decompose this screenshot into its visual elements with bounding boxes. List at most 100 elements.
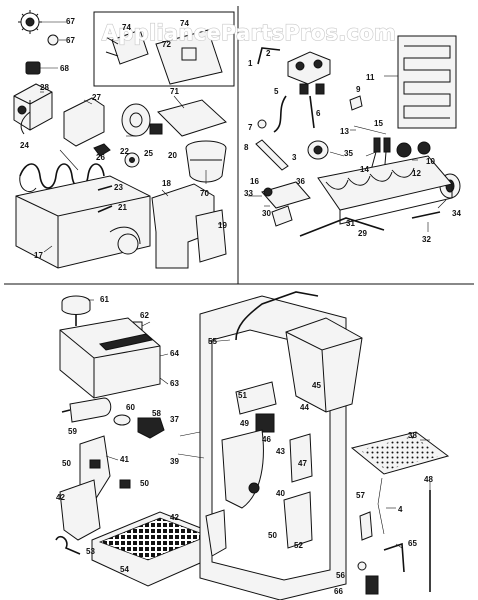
gear-25: [124, 152, 140, 168]
part-label: 41: [120, 455, 129, 464]
inset-72: [103, 29, 223, 85]
part-label: 14: [360, 165, 369, 174]
valve-2: [287, 51, 331, 95]
part-label: 55: [208, 337, 217, 346]
ring-56: [357, 561, 367, 571]
thermostat-10: [396, 141, 431, 158]
part-label: 6: [316, 109, 321, 118]
part-label: 71: [170, 87, 179, 96]
actuator-59: [61, 397, 112, 423]
drip-tray-54: [91, 511, 217, 587]
part-label: 13: [340, 127, 349, 136]
part-label: 7: [248, 123, 253, 132]
pad-42: [59, 479, 101, 541]
panel-dividers: [4, 6, 474, 285]
part-label: 39: [170, 457, 179, 466]
part-label: 24: [20, 141, 29, 150]
part-label: 18: [162, 179, 171, 188]
motor-28: [13, 83, 53, 135]
part-label: 68: [60, 64, 69, 73]
part-label: 67: [66, 36, 75, 45]
pipe-65: [383, 542, 405, 573]
shaft-29: [299, 217, 385, 237]
part-label: 50: [62, 459, 71, 468]
part-label: 53: [86, 547, 95, 556]
part-label: 36: [296, 177, 305, 186]
part-label: 34: [452, 209, 461, 218]
clip-9: [349, 95, 363, 111]
part-label: 29: [358, 229, 367, 238]
part-label: 74: [122, 23, 131, 32]
part-label: 66: [334, 587, 343, 596]
part-label: 48: [424, 475, 433, 484]
part-label: 3: [292, 153, 297, 162]
fitting-66: [365, 575, 379, 595]
tube-1: [257, 47, 281, 65]
part-label: 4: [398, 505, 403, 514]
tube-4: [377, 477, 385, 535]
switch-20: [149, 123, 163, 135]
part-label: 23: [114, 183, 123, 192]
part-label: 50: [140, 479, 149, 488]
part-label: 33: [244, 189, 253, 198]
watermark-text: AppliancePartsPros.com: [102, 21, 396, 45]
part-label: 42: [56, 493, 65, 502]
part-label: 51: [238, 391, 247, 400]
gate-49: [235, 381, 277, 415]
bracket-63: [59, 317, 161, 399]
chute-18: [151, 183, 215, 269]
part-label: 8: [244, 143, 249, 152]
part-label: 1: [248, 59, 253, 68]
part-label: 17: [34, 251, 43, 260]
solenoid-61: [61, 295, 91, 326]
part-label: 5: [274, 87, 279, 96]
part-label: 11: [366, 73, 375, 82]
part-label: 59: [68, 427, 77, 436]
part-label: 43: [276, 447, 285, 456]
part-label: 38: [408, 431, 417, 440]
lever-58: [137, 417, 165, 439]
part-label: 32: [422, 235, 431, 244]
terminal-15b: [383, 137, 391, 153]
ejector-30: [261, 181, 311, 227]
shaft-32: [411, 211, 441, 219]
part-label: 37: [170, 415, 179, 424]
part-label: 20: [168, 151, 177, 160]
clip-50a: [89, 459, 101, 469]
part-label: 21: [118, 203, 127, 212]
part-label: 65: [408, 539, 417, 548]
part-label: 10: [426, 157, 435, 166]
plate-71: [157, 99, 227, 137]
part-labels: 67 67 68 28 27 74 74 72 71 24 26 22 25 2…: [20, 17, 461, 596]
part-label: 47: [298, 459, 307, 468]
part-label: 15: [374, 119, 383, 128]
part-label: 42: [170, 513, 179, 522]
screw-21: [97, 205, 113, 213]
part-label: 57: [356, 491, 365, 500]
spring-53: [55, 535, 81, 555]
part-label: 44: [300, 403, 309, 412]
bottom-panel: [55, 291, 450, 600]
screw-23: [97, 185, 113, 191]
part-label: 22: [120, 147, 129, 156]
heater-11: [397, 35, 457, 129]
part-label: 52: [294, 541, 303, 550]
gear-67: [18, 10, 66, 46]
top-left-panel: [13, 10, 227, 269]
part-label: 19: [218, 221, 227, 230]
box-52: [283, 491, 313, 549]
cover-19: [195, 209, 227, 263]
switch-46: [255, 413, 275, 433]
part-label: 49: [240, 419, 249, 428]
part-label: 35: [344, 149, 353, 158]
part-label: 74: [180, 19, 189, 28]
part-label: 60: [126, 403, 135, 412]
part-label: 54: [120, 565, 129, 574]
part-label: 67: [66, 17, 75, 26]
cam-22: [121, 103, 151, 137]
part-label: 31: [346, 219, 355, 228]
part-label: 9: [356, 85, 361, 94]
part-label: 46: [262, 435, 271, 444]
housing-17: [15, 175, 151, 269]
